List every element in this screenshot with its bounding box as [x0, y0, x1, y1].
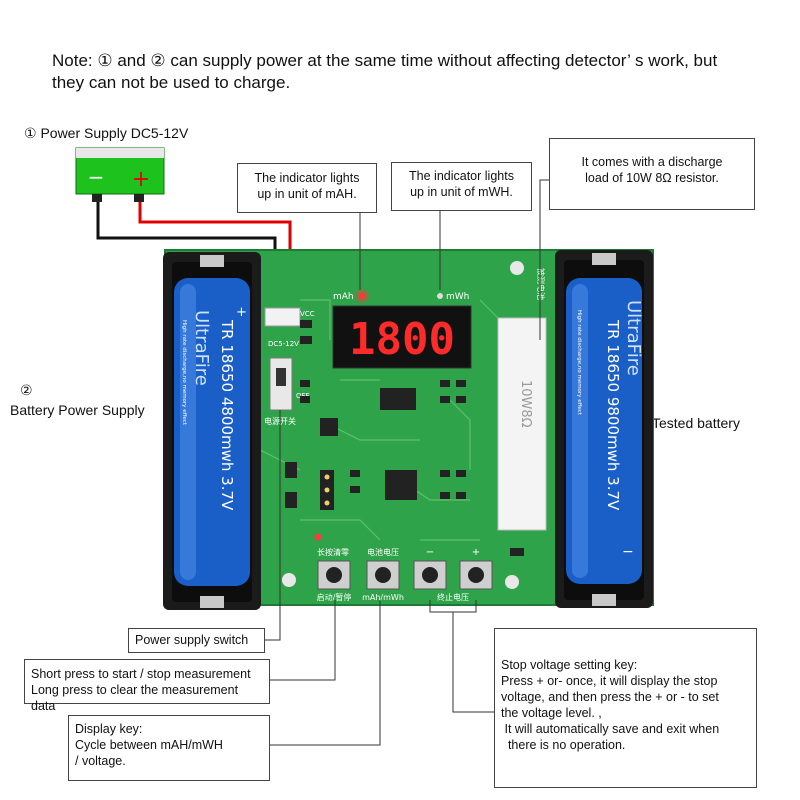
callout-stop-voltage-line-4: the voltage level. , [501, 706, 602, 720]
supply-plus: + [132, 167, 150, 192]
led-display-value: 1800 [349, 314, 455, 365]
callout-mwh-line-1: The indicator lights [409, 169, 514, 183]
callout-power-switch-line-1: Power supply switch [135, 633, 249, 647]
callout-mwh-line-2: up in unit of mWH. [410, 185, 513, 199]
unit-mwh-label: mWh [446, 292, 469, 302]
callout-stop-voltage-line-5: It will automatically save and exit when [501, 722, 720, 736]
callout-mah-line-1: The indicator lights [254, 171, 360, 185]
right-battery-spec: TR 18650 9800mwh 3.7V [604, 319, 622, 511]
callout-display-key-line-2: Cycle between mAH/mWH [75, 738, 223, 752]
left-battery-plus: + [236, 305, 247, 320]
callout-stop-voltage-line-1: Stop voltage setting key: [501, 658, 638, 672]
status-led [314, 533, 322, 541]
dc-voltage-label: DC5-12V [268, 340, 299, 348]
unit-mah-label: mAh [333, 292, 354, 302]
load-resistor: 10W8Ω [497, 317, 547, 531]
btn1-bottom-label: 启动/暂停 [317, 592, 352, 602]
led-display: 1800 [332, 305, 472, 369]
mwh-indicator-led [437, 293, 443, 299]
vcc-label: VCC [300, 310, 315, 318]
right-battery-minus: − [622, 544, 634, 560]
left-battery-brand: UltraFire [191, 310, 212, 386]
callout-leader-lines [265, 179, 549, 746]
callout-stop-voltage: Stop voltage setting key: Press + or- on… [494, 628, 757, 788]
callout-resistor: It comes with a discharge load of 10W 8Ω… [549, 138, 755, 210]
dc-connector [264, 307, 301, 327]
callout-resistor-line-2: load of 10W 8Ω resistor. [585, 171, 719, 185]
left-battery-small: High rate discharge,no memory effect [181, 320, 187, 426]
battery-power-supply-number: ② [20, 382, 33, 398]
btn2-bottom-label: mAh/mWh [362, 593, 404, 602]
note-line-2: they can not be used to charge. [52, 73, 291, 92]
callout-resistor-line-1: It comes with a discharge [581, 155, 723, 169]
callout-stop-voltage-line-3: voltage, and then press the + or - to se… [501, 690, 719, 704]
btn2-top-label: 电池电压 [367, 547, 399, 557]
power-supply-unit: − + [75, 147, 165, 202]
callout-mah-indicator: The indicator lights up in unit of mAH. [237, 163, 377, 213]
ic-chips [285, 320, 524, 556]
callout-display-key-line-1: Display key: [75, 722, 143, 736]
callout-display-key-line-3: / voltage. [75, 754, 126, 768]
header-pins [320, 470, 334, 510]
callout-start-stop-line-2: Long press to clear the measurement data [31, 683, 239, 713]
power-supply-dc-label: ① Power Supply DC5-12V [24, 125, 189, 141]
callout-start-stop: Short press to start / stop measurement … [24, 659, 270, 713]
battery-power-supply-label: Battery Power Supply [10, 402, 145, 418]
resistor-text: 10W8Ω [518, 380, 533, 428]
callout-mah-line-2: up in unit of mAH. [257, 187, 357, 201]
tactile-buttons: 长按清零 电池电压 − + 启动/暂停 mAh/mWh 终止电压 [317, 547, 493, 602]
tested-side-label: 被测电池 [536, 268, 546, 300]
power-switch-slider [276, 368, 286, 386]
right-battery-brand: UltraFire [623, 300, 644, 376]
btn3-top-label: − [426, 547, 434, 558]
left-battery: UltraFire TR 18650 4800mwh 3.7V High rat… [174, 278, 250, 586]
btn1-top-label: 长按清零 [317, 547, 349, 557]
tested-battery-label: Tested battery [652, 415, 740, 431]
left-battery-spec: TR 18650 4800mwh 3.7V [218, 319, 236, 511]
right-battery: UltraFire TR 18650 9800mwh 3.7V High rat… [566, 278, 644, 584]
callout-power-switch: Power supply switch [128, 628, 265, 653]
mah-indicator-led [358, 292, 366, 300]
callout-stop-voltage-line-6: there is no operation. [501, 738, 626, 752]
callout-display-key: Display key: Cycle between mAH/mWH / vol… [68, 715, 270, 781]
btn4-top-label: + [472, 547, 480, 558]
callout-mwh-indicator: The indicator lights up in unit of mWH. [391, 162, 532, 211]
note-text: Note: ① and ② can supply power at the sa… [52, 50, 782, 94]
note-line-1: Note: ① and ② can supply power at the sa… [52, 51, 718, 70]
btn34-bottom-label: 终止电压 [437, 592, 469, 602]
right-battery-small: High rate discharge,no memory effect [576, 310, 582, 416]
callout-start-stop-line-1: Short press to start / stop measurement [31, 667, 251, 681]
callout-stop-voltage-line-2: Press + or- once, it will display the st… [501, 674, 718, 688]
supply-minus: − [88, 165, 105, 189]
